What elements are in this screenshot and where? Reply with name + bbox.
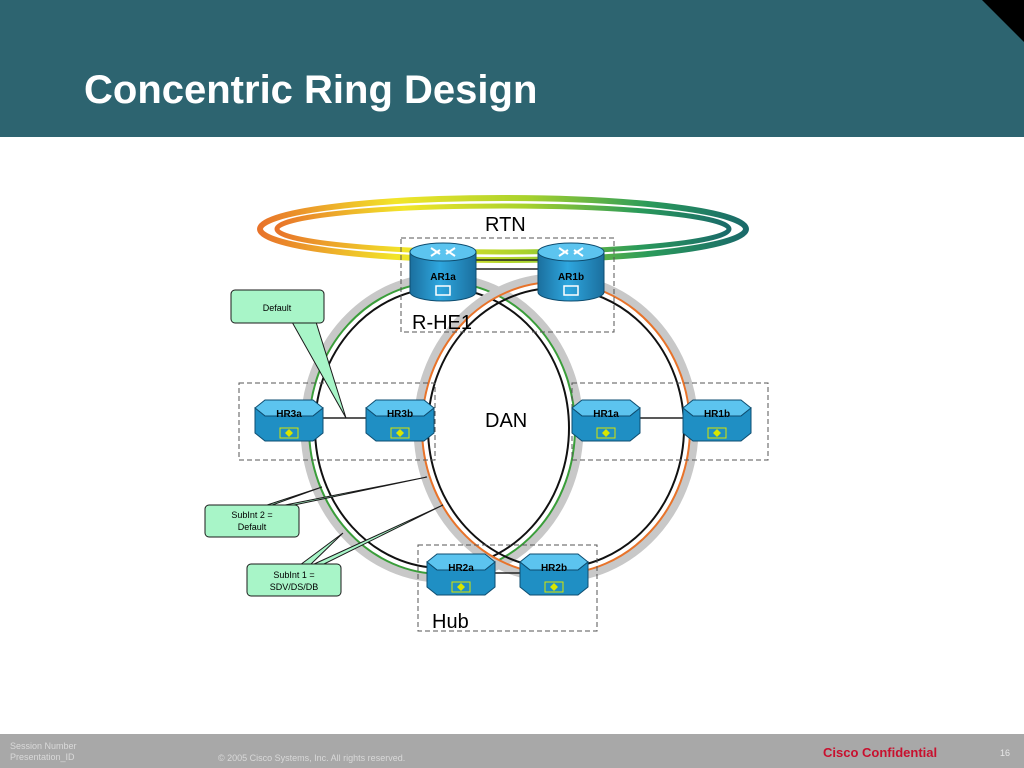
slide-header: Concentric Ring Design	[0, 0, 1024, 137]
presentation-id: Presentation_ID	[10, 752, 75, 762]
router-arrows-icon	[558, 247, 584, 257]
router-arrows-icon	[430, 247, 456, 257]
switch-hr3a: HR3a	[254, 399, 324, 442]
svg-text:HR2b: HR2b	[541, 563, 567, 574]
svg-text:SubInt 2 =: SubInt 2 =	[231, 510, 272, 520]
concentric-ring-diagram: Default SubInt 2 = Default SubInt 1 = SD…	[204, 195, 769, 633]
label-hub: Hub	[432, 611, 469, 633]
svg-text:HR3a: HR3a	[276, 409, 302, 420]
switch-diamond-icon	[390, 427, 410, 439]
svg-text:AR1b: AR1b	[558, 272, 584, 283]
svg-text:HR3b: HR3b	[387, 409, 413, 420]
router-port-grid-icon	[435, 285, 451, 296]
copyright: © 2005 Cisco Systems, Inc. All rights re…	[218, 753, 406, 763]
svg-text:AR1a: AR1a	[430, 272, 456, 283]
svg-text:SDV/DS/DB: SDV/DS/DB	[270, 582, 319, 592]
slide-title: Concentric Ring Design	[84, 68, 538, 112]
svg-text:HR1a: HR1a	[593, 409, 619, 420]
page-number: 16	[1000, 748, 1011, 758]
label-rhe1: R-HE1	[412, 312, 472, 334]
switch-hr1b: HR1b	[682, 399, 752, 442]
svg-text:Default: Default	[263, 303, 292, 313]
label-dan: DAN	[485, 410, 527, 432]
router-ar1a: AR1a	[409, 242, 477, 302]
svg-text:HR1b: HR1b	[704, 409, 730, 420]
svg-text:Default: Default	[238, 522, 267, 532]
site-box-rhe1	[400, 237, 615, 333]
session-number: Session Number	[10, 741, 77, 751]
callout-subint2: SubInt 2 = Default	[204, 504, 300, 538]
svg-text:SubInt 1 =: SubInt 1 =	[273, 570, 314, 580]
callout-subint2-pointer-b	[269, 476, 428, 509]
confidential-label: Cisco Confidential	[823, 745, 938, 760]
switch-diamond-icon	[279, 427, 299, 439]
router-ar1b: AR1b	[537, 242, 605, 302]
switch-hr2b: HR2b	[519, 553, 589, 596]
site-box-hr3	[238, 382, 436, 461]
callout-subint1: SubInt 1 = SDV/DS/DB	[246, 563, 342, 597]
label-rtn: RTN	[485, 214, 526, 236]
switch-diamond-icon	[707, 427, 727, 439]
switch-diamond-icon	[596, 427, 616, 439]
callout-default: Default	[230, 289, 325, 324]
session-info: Session Number Presentation_ID	[10, 741, 77, 763]
switch-hr2a: HR2a	[426, 553, 496, 596]
slide-footer: Session Number Presentation_ID © 2005 Ci…	[0, 734, 1024, 768]
site-box-hub	[417, 544, 598, 632]
router-port-grid-icon	[563, 285, 579, 296]
switch-hr1a: HR1a	[571, 399, 641, 442]
switch-diamond-icon	[544, 581, 564, 593]
svg-text:HR2a: HR2a	[448, 563, 474, 574]
corner-triangle	[982, 0, 1024, 42]
switch-diamond-icon	[451, 581, 471, 593]
switch-hr3b: HR3b	[365, 399, 435, 442]
